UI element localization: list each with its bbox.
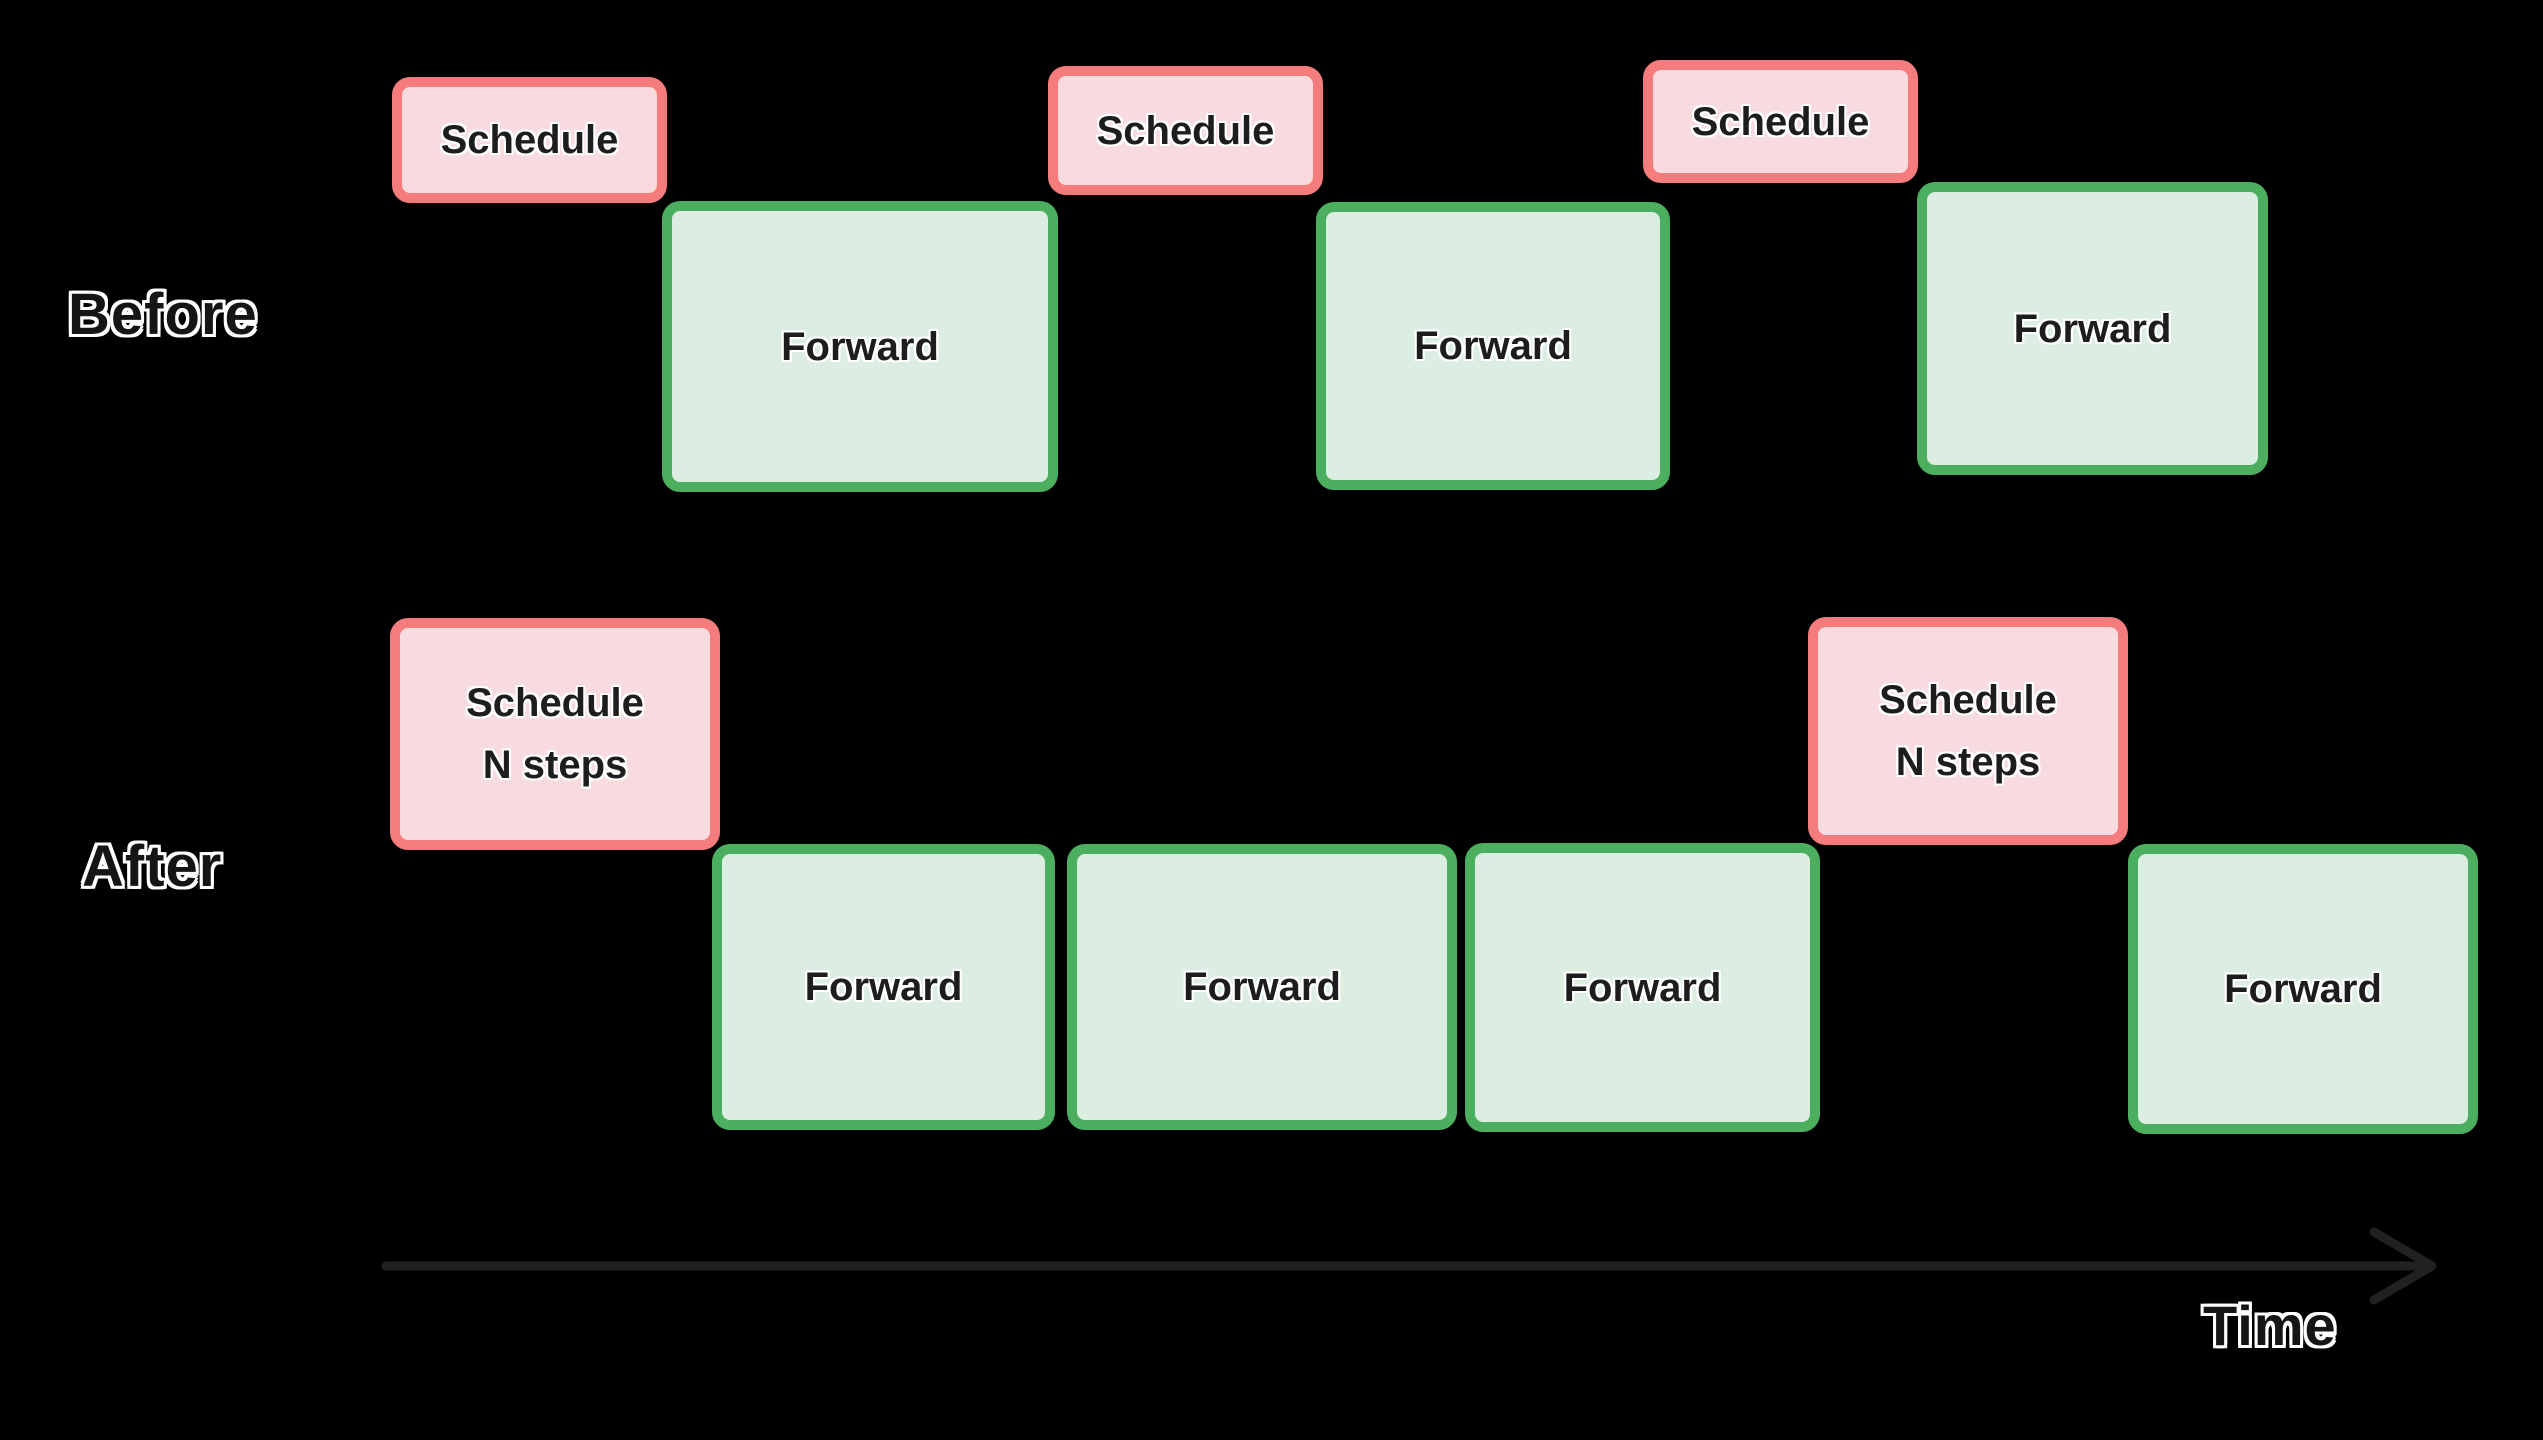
schedule-block-label: Schedule — [1691, 99, 1870, 144]
forward-block: Forward — [1465, 843, 1820, 1132]
schedule-block-label: Schedule N steps — [1879, 678, 2057, 784]
forward-block-label: Forward — [1183, 965, 1341, 1009]
forward-block: Forward — [1917, 182, 2268, 475]
forward-block-label: Forward — [2224, 967, 2382, 1011]
forward-block-label: Forward — [2013, 306, 2172, 351]
schedule-block: Schedule — [1643, 60, 1918, 183]
time-axis-arrowhead — [2369, 1227, 2437, 1305]
after-row-label: After — [82, 834, 223, 899]
schedule-block-label: Schedule N steps — [466, 681, 644, 787]
forward-block: Forward — [2128, 844, 2478, 1134]
forward-block-label: Forward — [804, 965, 963, 1009]
forward-block-label: Forward — [1414, 324, 1572, 368]
time-axis-arrow — [381, 1227, 2437, 1305]
forward-block-label: Forward — [1563, 965, 1722, 1010]
schedule-block-label: Schedule — [440, 118, 619, 162]
before-row-label: Before — [68, 282, 258, 347]
time-axis-label: Time — [2203, 1294, 2337, 1357]
schedule-block: Schedule — [392, 77, 667, 203]
schedule-block: Schedule — [1048, 66, 1323, 195]
forward-block: Forward — [1316, 202, 1670, 490]
schedule-block-label: Schedule — [1096, 108, 1275, 153]
forward-block-label: Forward — [781, 324, 939, 369]
forward-block: Forward — [1067, 844, 1457, 1130]
schedule-block: Schedule N steps — [390, 618, 720, 850]
schedule-block: Schedule N steps — [1808, 617, 2128, 845]
forward-block: Forward — [712, 844, 1055, 1130]
forward-block: Forward — [662, 201, 1058, 492]
